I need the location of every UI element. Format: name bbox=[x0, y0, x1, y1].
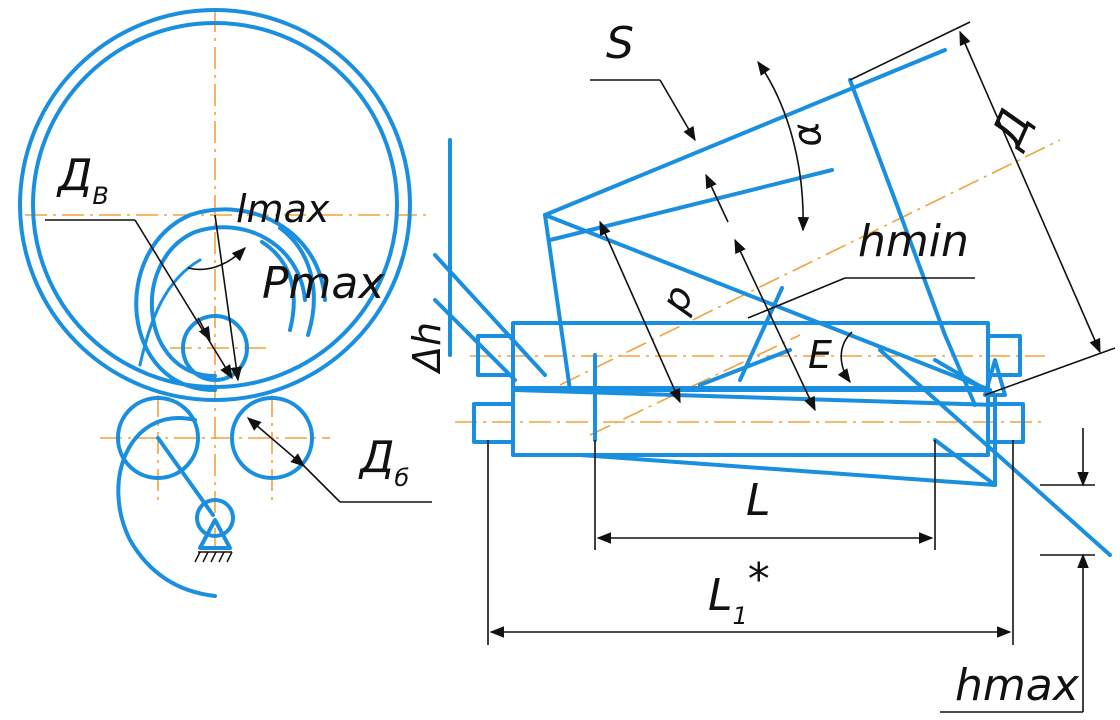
right-bottom-roll bbox=[230, 396, 314, 480]
delta-h-slant-1 bbox=[433, 253, 547, 377]
lmax-line bbox=[214, 214, 242, 382]
sheet-outline bbox=[543, 48, 977, 407]
db-leader bbox=[303, 465, 341, 503]
spiral-sheet-outer bbox=[134, 207, 327, 392]
sheet-diagonal-2 bbox=[878, 348, 1112, 557]
lmax-angle-arc bbox=[187, 246, 247, 271]
dv-arrow-start bbox=[197, 317, 211, 342]
d-dimension bbox=[959, 30, 1101, 354]
label-e: E bbox=[808, 333, 832, 377]
small-roll-circle bbox=[181, 314, 249, 382]
label-d-v: ДВ bbox=[56, 150, 109, 210]
d-extension-top bbox=[849, 21, 971, 81]
label-delta-h: Δh bbox=[405, 322, 449, 375]
ground-hatch bbox=[194, 551, 233, 563]
labels: ДВ lmax Pmax Дб Δh S α Д p hmin E L L1* … bbox=[56, 18, 1080, 711]
db-diameter-line bbox=[246, 417, 306, 467]
left-bottom-roll bbox=[116, 396, 200, 480]
outer-roll-inner-circle bbox=[31, 21, 399, 389]
lower-roll-neck-left bbox=[472, 402, 515, 444]
cone-tip bbox=[983, 358, 1007, 397]
roll-contact-line bbox=[513, 388, 997, 407]
upper-roll-neck-left bbox=[476, 334, 515, 377]
right-view bbox=[433, 21, 1116, 713]
bottom-sheet-curve bbox=[116, 416, 217, 598]
e-arc bbox=[837, 331, 853, 384]
cone-bottom-edge bbox=[578, 453, 997, 487]
left-view bbox=[18, 8, 432, 598]
label-p: p bbox=[652, 279, 702, 320]
s-leader-lower bbox=[705, 173, 729, 223]
label-l: L bbox=[746, 475, 771, 526]
delta-h-slant-2 bbox=[433, 298, 517, 382]
label-d-b: Дб bbox=[358, 432, 409, 492]
label-hmin: hmin bbox=[858, 216, 969, 267]
lower-roll-neck-right bbox=[986, 402, 1025, 444]
dv-diameter-line bbox=[134, 219, 233, 380]
lower-inclined-axis bbox=[589, 334, 801, 436]
sheet-inner-edge bbox=[548, 168, 834, 242]
label-s: S bbox=[606, 18, 634, 69]
pressure-arc-1 bbox=[260, 240, 296, 332]
pivot-support bbox=[198, 518, 232, 550]
p-dimension bbox=[599, 220, 681, 404]
pressure-arc-2 bbox=[278, 226, 316, 337]
spiral-sheet-inner bbox=[150, 225, 307, 378]
alpha-arc bbox=[757, 60, 810, 232]
label-hmax: hmax bbox=[955, 660, 1080, 711]
label-lmax: lmax bbox=[236, 187, 330, 231]
label-l1: L1* bbox=[708, 554, 770, 630]
hmin-line bbox=[734, 238, 816, 412]
d-extension-bottom bbox=[984, 347, 1116, 396]
s-leader bbox=[659, 79, 696, 142]
label-alpha: α bbox=[783, 119, 831, 151]
outer-roll-circle bbox=[18, 8, 412, 402]
pivot-circle bbox=[195, 498, 235, 538]
label-pmax: Pmax bbox=[262, 258, 385, 309]
